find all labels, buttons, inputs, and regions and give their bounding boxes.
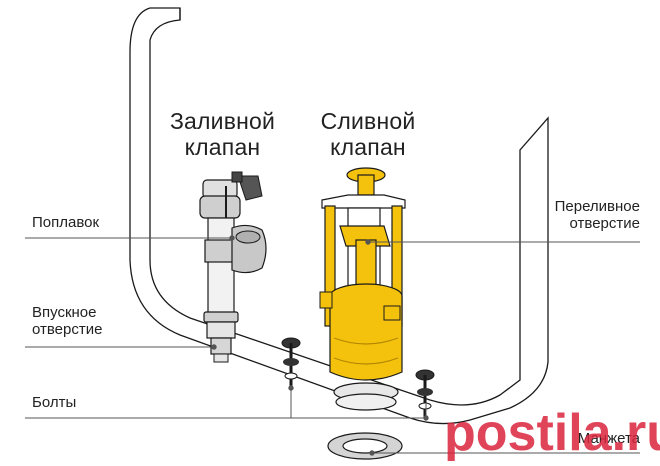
- cuff-drawing: [327, 432, 403, 460]
- fill-valve-title-line1: Заливной: [169, 108, 276, 134]
- inlet-label: Впускное отверстие: [32, 304, 102, 339]
- flush-valve-title-line2: клапан: [330, 134, 406, 161]
- watermark-text: postila.ru: [444, 404, 660, 462]
- inlet-label-line1: Впускное: [32, 304, 97, 321]
- leader-lines: [25, 235, 640, 456]
- bolts-drawing: [281, 337, 435, 418]
- flush-valve-title-line1: Сливной: [320, 108, 416, 134]
- tank-outline: [129, 7, 549, 425]
- float-label: Поплавок: [32, 214, 100, 231]
- inlet-label-line2: отверстие: [32, 321, 103, 339]
- overflow-label-line1: Переливное: [554, 198, 640, 215]
- fill-valve-drawing: [199, 171, 267, 363]
- cuff-label: Манжета: [577, 430, 640, 447]
- flush-valve-title: Сливной клапан: [308, 108, 428, 161]
- flush-valve-drawing: [319, 167, 406, 411]
- watermark: postila.ru: [444, 404, 660, 462]
- bolts-label: Болты: [32, 394, 77, 411]
- overflow-label-line2: отверстие: [569, 215, 640, 233]
- fill-valve-title: Заливной клапан: [160, 108, 285, 161]
- fill-valve-title-line2: клапан: [184, 134, 261, 161]
- overflow-label: Переливное отверстие: [500, 198, 640, 233]
